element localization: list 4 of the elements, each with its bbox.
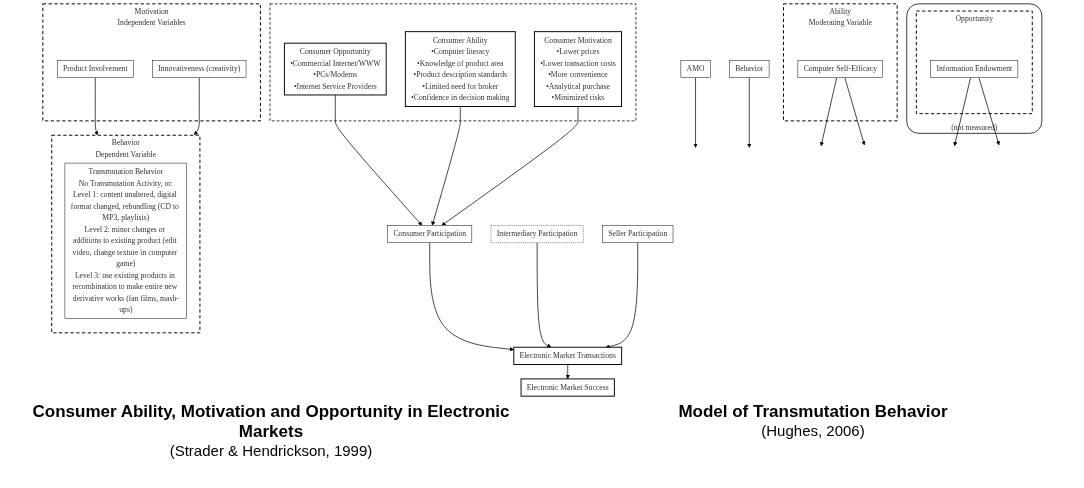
figure-caption: Model of Transmutation Behavior xyxy=(677,402,949,422)
figure-caption: Consumer Ability, Motivation and Opportunity in Electronic Markets xyxy=(31,402,511,442)
citation: (Hughes, 2006) xyxy=(760,422,866,439)
citation: (Strader & Hendrickson, 1999) xyxy=(168,442,374,459)
